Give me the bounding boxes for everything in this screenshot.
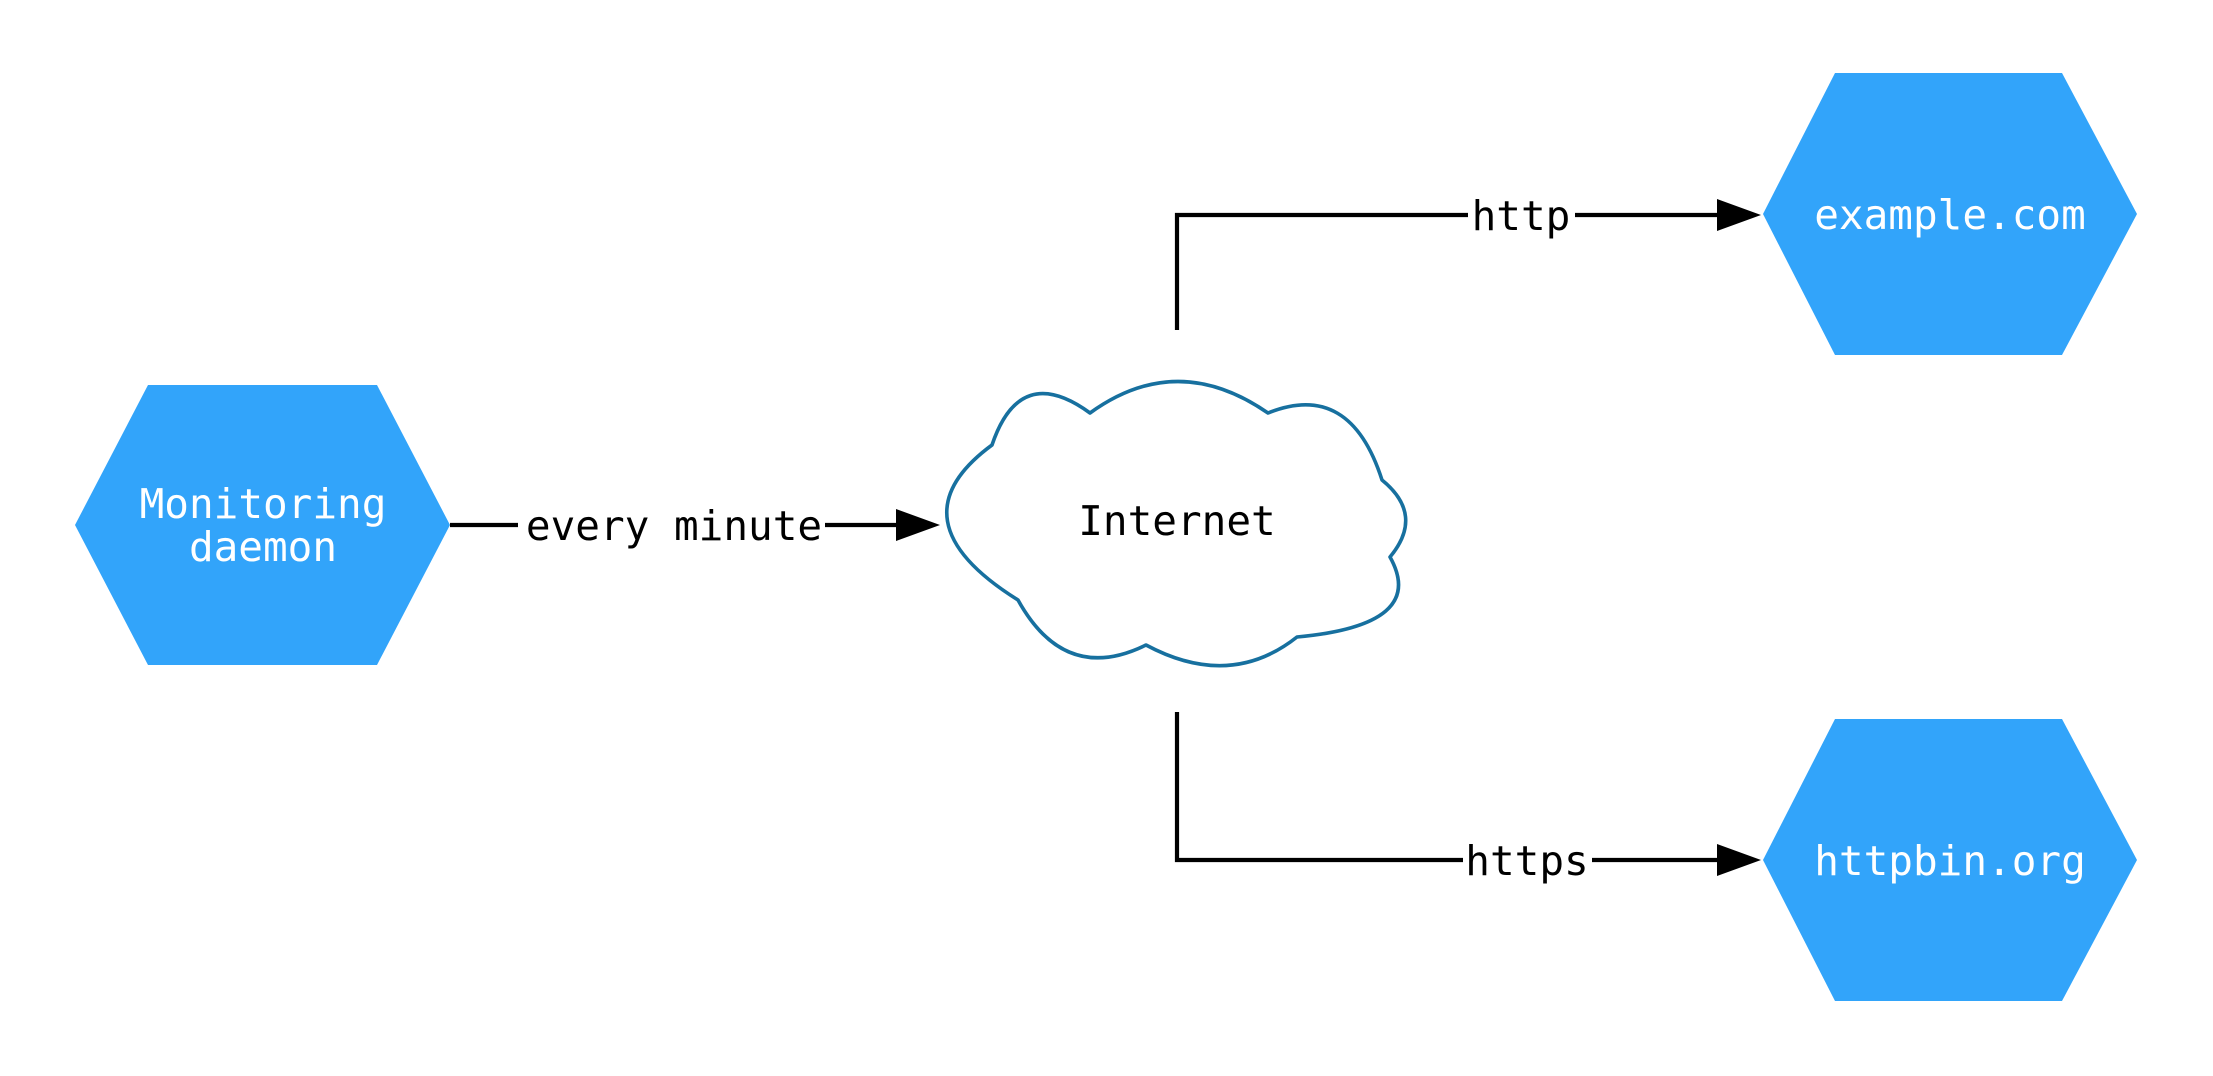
edge-internet-to-httpbin: https [1174,712,1761,885]
monitoring-daemon-hexagon [75,385,450,665]
internet-label: Internet [1078,497,1275,545]
arrowhead-icon [1717,199,1761,231]
monitoring-daemon-label-line2: daemon [189,523,337,571]
edge-elbow-segment [1174,712,1463,863]
node-monitoring-daemon: Monitoring daemon [75,385,450,665]
node-httpbin-org: httpbin.org [1763,719,2137,1001]
httpbin-org-hexagon [1763,719,2137,1001]
arrowhead-icon [896,509,940,541]
monitoring-daemon-label-line1: Monitoring [140,480,387,528]
edge-elbow-segment [1174,212,1468,330]
internet-cloud-outline [944,379,1408,668]
edge-label-http: http [1472,192,1571,240]
httpbin-org-label: httpbin.org [1814,837,2086,885]
edge-label-https: https [1465,837,1588,885]
example-com-label: example.com [1814,191,2086,239]
node-internet-cloud: Internet [944,379,1408,668]
arrowhead-icon [1717,844,1761,876]
node-example-com: example.com [1763,73,2137,355]
edge-label-every-minute: every minute [526,502,822,550]
edge-daemon-to-internet: every minute [450,502,940,550]
edge-internet-to-example: http [1174,192,1761,330]
example-com-hexagon [1763,73,2137,355]
